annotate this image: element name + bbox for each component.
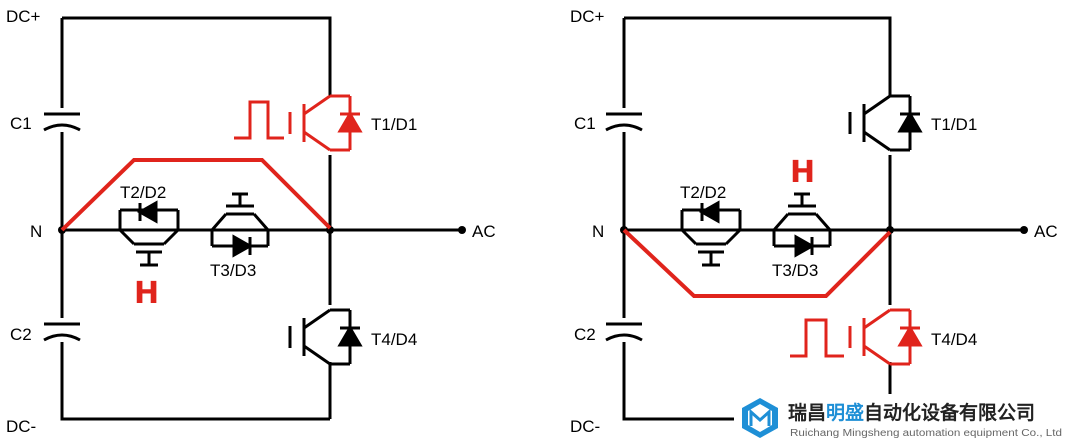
right-label-t2: T2/D2	[680, 183, 726, 202]
right-rail-left	[622, 18, 736, 421]
logo-backdrop	[734, 394, 1068, 443]
left-capacitor-c2	[43, 322, 81, 342]
right-label-t1: T1/D1	[931, 115, 977, 134]
left-label-dc-plus: DC+	[6, 7, 41, 26]
left-label-t2: T2/D2	[120, 183, 166, 202]
left-node-ac	[458, 226, 466, 234]
right-switch-t4	[848, 308, 923, 366]
left-label-t3: T3/D3	[210, 261, 256, 280]
right-pulse-t4	[790, 318, 844, 358]
right-circuit: DC+ C1 N C2 DC- AC T1/D1 T2/D2 T3/D3 T4/…	[570, 7, 1058, 436]
right-label-t4: T4/D4	[931, 330, 977, 349]
left-label-n: N	[30, 222, 42, 241]
left-label-t4: T4/D4	[371, 330, 417, 349]
right-switch-t1	[848, 94, 923, 152]
left-capacitor-c1	[43, 112, 81, 132]
company-logo: 瑞昌明盛自动化设备有限公司 Ruichang Mingsheng automat…	[734, 394, 1068, 443]
left-rail-top	[62, 16, 332, 96]
left-switch-t3	[210, 192, 270, 258]
logo-cn-accent: 明盛	[826, 401, 864, 424]
left-label-h: H	[134, 276, 159, 311]
right-label-dc-minus: DC-	[570, 417, 600, 436]
left-circuit: DC+ C1 N C2 DC- AC T1/D1 T2/D2 T3/D3 T4/…	[6, 7, 496, 436]
right-label-dc-plus: DC+	[570, 7, 605, 26]
left-label-c2: C2	[10, 325, 32, 344]
right-label-c2: C2	[574, 325, 596, 344]
logo-cn-part1: 瑞昌	[788, 401, 826, 424]
left-rail-left	[60, 18, 330, 421]
right-label-ac: AC	[1034, 222, 1058, 241]
right-label-t3: T3/D3	[772, 261, 818, 280]
left-switch-t4	[288, 308, 363, 366]
left-label-c1: C1	[10, 114, 32, 133]
logo-en: Ruichang Mingsheng automation equipment …	[790, 428, 1062, 439]
right-node-ac	[1020, 226, 1028, 234]
right-label-n: N	[592, 222, 604, 241]
logo-cn-part2: 自动化设备有限公司	[864, 401, 1035, 424]
right-rail-top	[624, 16, 892, 96]
right-capacitor-c2	[605, 322, 643, 342]
logo-mark-icon	[742, 398, 778, 438]
right-switch-t3	[772, 192, 832, 258]
right-capacitor-c1	[605, 112, 643, 132]
right-current-path	[622, 228, 892, 298]
right-switch-t2	[680, 200, 742, 267]
left-switch-t1	[288, 94, 363, 152]
left-label-dc-minus: DC-	[6, 417, 36, 436]
left-pulse-t1	[234, 100, 284, 140]
left-label-ac: AC	[472, 222, 496, 241]
right-label-c1: C1	[574, 114, 596, 133]
right-label-h: H	[790, 155, 815, 190]
svg-text:瑞昌明盛自动化设备有限公司: 瑞昌明盛自动化设备有限公司	[788, 401, 1035, 424]
left-switch-t2	[118, 200, 180, 267]
left-label-t1: T1/D1	[371, 115, 417, 134]
left-current-path	[60, 158, 332, 232]
